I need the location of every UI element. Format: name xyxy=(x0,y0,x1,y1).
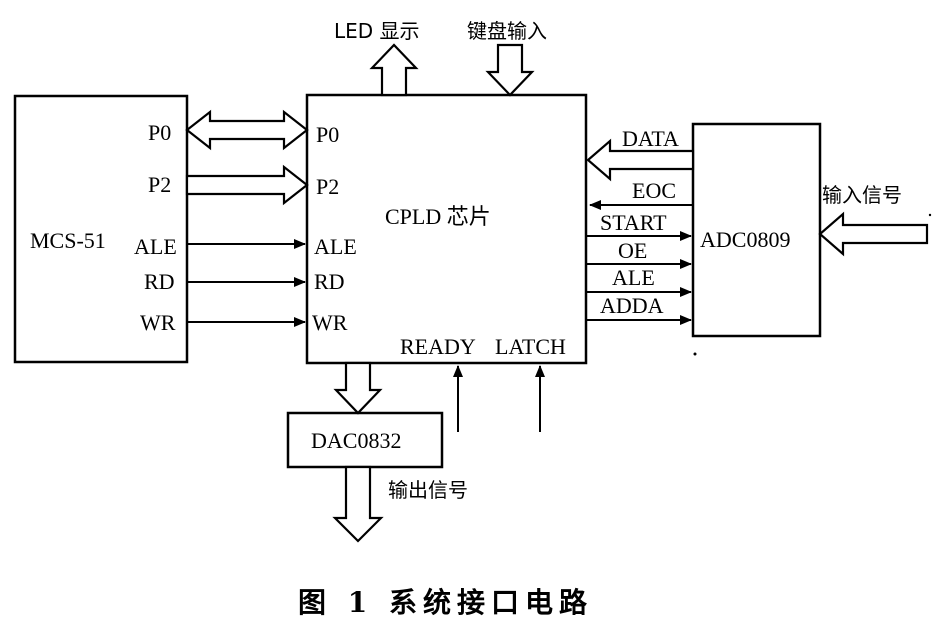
mcs51-label: MCS-51 xyxy=(30,228,106,253)
scan-dot xyxy=(693,352,697,356)
oe-label: OE xyxy=(618,238,647,263)
ale-adc-label: ALE xyxy=(612,265,655,290)
dac-label: DAC0832 xyxy=(311,428,401,453)
cpld-pin-wr: WR xyxy=(312,310,348,335)
mcs51-pin-rd: RD xyxy=(144,269,175,294)
start-label: START xyxy=(600,210,667,235)
output-signal-label: 输出信号 xyxy=(388,478,468,502)
input-signal-label: 输入信号 xyxy=(822,183,902,207)
led-display-label: LED 显示 xyxy=(334,19,420,43)
mcs51-pin-p2: P2 xyxy=(148,172,171,197)
cpld-label: CPLD 芯片 xyxy=(385,204,491,229)
mcs51-pin-wr: WR xyxy=(140,310,176,335)
adc-label: ADC0809 xyxy=(700,227,790,252)
scan-dot xyxy=(928,213,932,217)
keyboard-arrow xyxy=(485,43,535,97)
figure-caption: 图 1 系统接口电路 xyxy=(298,586,593,619)
adda-label: ADDA xyxy=(600,293,664,318)
cpld-pin-ale: ALE xyxy=(314,234,357,259)
mcs51-pin-p0: P0 xyxy=(148,120,171,145)
keyboard-input-label: 键盘输入 xyxy=(467,19,547,43)
cpld-to-dac-arrow xyxy=(333,361,383,415)
led-arrow xyxy=(369,43,419,97)
output-signal-arrow xyxy=(332,465,384,543)
cpld-block xyxy=(305,93,588,365)
data-label: DATA xyxy=(622,126,679,151)
p0-bus-arrow xyxy=(185,109,309,151)
cpld-pin-p0: P0 xyxy=(316,122,339,147)
adc-block xyxy=(691,122,822,338)
p2-bus-arrow xyxy=(185,164,309,206)
mcs51-block xyxy=(13,94,189,364)
cpld-pin-p2: P2 xyxy=(316,174,339,199)
mcs51-pin-ale: ALE xyxy=(134,234,177,259)
input-signal-arrow xyxy=(818,211,929,257)
eoc-label: EOC xyxy=(632,178,676,203)
data-bus-arrow xyxy=(586,138,695,182)
cpld-label-latch: LATCH xyxy=(495,334,566,359)
cpld-label-ready: READY xyxy=(400,334,476,359)
cpld-pin-rd: RD xyxy=(314,269,345,294)
